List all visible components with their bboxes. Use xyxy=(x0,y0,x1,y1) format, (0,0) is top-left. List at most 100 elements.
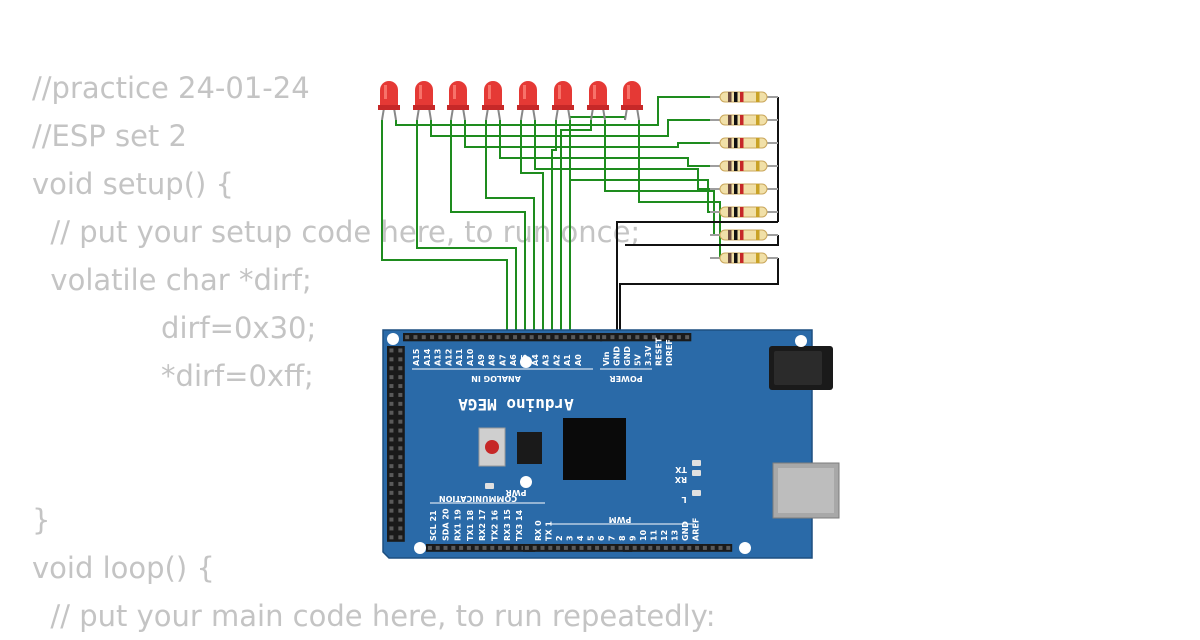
pin-label: GND xyxy=(623,346,632,366)
led xyxy=(378,81,400,121)
analog-in-label: ANALOG IN xyxy=(471,374,521,383)
header-pin xyxy=(563,545,568,550)
header-pin xyxy=(389,446,394,451)
header-pin xyxy=(513,545,518,550)
header-pin xyxy=(635,335,640,340)
resistor xyxy=(710,91,778,103)
led-rim xyxy=(621,105,643,110)
header-pin xyxy=(398,384,403,389)
header-pin xyxy=(398,446,403,451)
led xyxy=(482,81,504,121)
power-header xyxy=(600,333,692,342)
header-pin xyxy=(685,335,690,340)
header-pin xyxy=(546,335,551,340)
header-pin xyxy=(643,335,648,340)
led-rim xyxy=(447,105,469,110)
resistor-band xyxy=(734,230,738,240)
header-pin xyxy=(618,335,623,340)
header-body xyxy=(623,544,733,552)
header-pin xyxy=(482,545,487,550)
resistor-band xyxy=(756,253,760,263)
pin-label: GND xyxy=(681,521,690,541)
header-pin xyxy=(513,335,518,340)
resistor xyxy=(710,114,778,126)
header-pin xyxy=(571,545,576,550)
header-pin xyxy=(540,545,545,550)
header-pin xyxy=(671,545,676,550)
header-pin xyxy=(398,366,403,371)
resistor-column xyxy=(710,91,778,264)
led-dome xyxy=(484,81,502,108)
resistor-band xyxy=(734,92,738,102)
header-pin xyxy=(726,545,731,550)
header-pin xyxy=(498,545,503,550)
led-highlight xyxy=(488,85,491,99)
pin-label: 3 xyxy=(566,535,575,541)
header-pin xyxy=(660,335,665,340)
resistor-band xyxy=(740,115,744,125)
resistor-band xyxy=(756,92,760,102)
header-body xyxy=(403,333,603,342)
header-pin xyxy=(679,545,684,550)
pin-label: A1 xyxy=(563,354,572,366)
dc-jack-barrel xyxy=(774,351,822,385)
pin-label: A3 xyxy=(542,354,551,366)
pin-label: A5 xyxy=(520,354,529,366)
led-highlight xyxy=(558,85,561,99)
header-pin xyxy=(398,473,403,478)
pin-label: RX 0 xyxy=(534,520,543,541)
header-body xyxy=(523,544,633,552)
resistor-band xyxy=(756,115,760,125)
signal-wires xyxy=(381,96,721,335)
header-pin xyxy=(389,526,394,531)
pin-label: 5 xyxy=(587,535,596,541)
signal-wire xyxy=(485,120,535,335)
signal-wire xyxy=(551,120,557,335)
led-highlight xyxy=(523,85,526,99)
header-pin xyxy=(389,348,394,353)
resistor-band xyxy=(728,161,732,171)
code-line: // put your main code here, to run repea… xyxy=(32,599,716,633)
pwm-header-2 xyxy=(623,544,733,552)
pin-label: GND xyxy=(613,346,622,366)
pin-label: 2 xyxy=(555,535,564,541)
header-pin xyxy=(571,335,576,340)
header-pin xyxy=(656,545,661,550)
mounting-hole xyxy=(739,542,751,554)
resistor-band xyxy=(756,230,760,240)
led-highlight xyxy=(627,85,630,99)
header-pin xyxy=(389,437,394,442)
led-dome xyxy=(449,81,467,108)
header-pin xyxy=(398,410,403,415)
header-pin xyxy=(398,348,403,353)
led-row xyxy=(378,81,643,121)
led-rim xyxy=(413,105,435,110)
header-pin xyxy=(389,473,394,478)
header-pin xyxy=(463,335,468,340)
pwr-led xyxy=(485,483,494,489)
led-to-resistor-wire xyxy=(464,120,712,148)
code-line: *dirf=0xff; xyxy=(32,359,314,393)
header-pin xyxy=(398,499,403,504)
icsp-header xyxy=(517,432,542,464)
resistor-band xyxy=(728,230,732,240)
header-pin xyxy=(640,545,645,550)
header-pin xyxy=(398,464,403,469)
header-pin xyxy=(389,499,394,504)
header-pin xyxy=(505,545,510,550)
header-pin xyxy=(710,545,715,550)
header-pin xyxy=(398,517,403,522)
header-pin xyxy=(389,419,394,424)
reset-button xyxy=(485,440,499,454)
header-pin xyxy=(398,455,403,460)
mounting-hole xyxy=(520,476,532,488)
resistor-band xyxy=(734,115,738,125)
led-to-resistor-wire xyxy=(569,120,712,213)
header-pin xyxy=(602,335,607,340)
header-pin xyxy=(496,335,501,340)
header-pin xyxy=(459,545,464,550)
pin-label: IOREF xyxy=(665,339,674,366)
code-line: } xyxy=(32,503,51,537)
header-pin xyxy=(398,526,403,531)
